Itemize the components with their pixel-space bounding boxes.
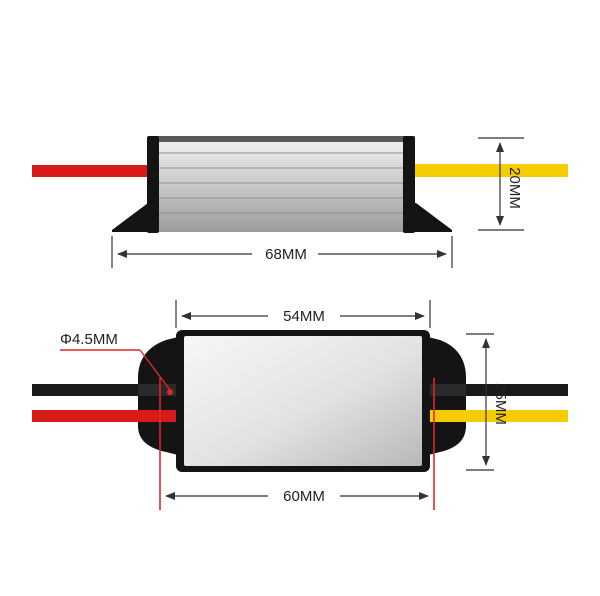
top-body-length-dimension: 54MM <box>175 300 431 328</box>
side-length-dimension: 68MM <box>111 236 453 268</box>
side-housing-top-rail <box>154 136 410 142</box>
top-black-wire-right-overlay <box>424 384 466 396</box>
side-right-mounting-foot <box>406 203 452 232</box>
top-view: 54MM 25MM Φ4.5MM 60MM <box>32 300 568 510</box>
top-total-length-dimension: 60MM <box>159 378 435 510</box>
mounting-hole-marker <box>167 389 173 395</box>
side-left-endcap <box>147 136 159 233</box>
side-red-wire <box>32 165 154 177</box>
top-height-dimension: 25MM <box>466 333 509 471</box>
side-right-endcap <box>403 136 415 233</box>
side-height-label: 20MM <box>506 167 523 209</box>
top-body-length-label: 54MM <box>283 308 325 325</box>
side-length-label: 68MM <box>265 246 307 263</box>
side-housing-ribs <box>158 152 404 214</box>
top-total-length-label: 60MM <box>283 488 325 505</box>
side-view: 68MM 20MM <box>32 136 568 268</box>
side-housing <box>154 138 410 232</box>
side-left-mounting-foot <box>112 203 158 232</box>
side-height-dimension: 20MM <box>478 137 524 231</box>
hole-diameter-callout: Φ4.5MM <box>60 331 173 395</box>
top-housing-face <box>184 336 422 466</box>
hole-diameter-label: Φ4.5MM <box>60 331 118 348</box>
top-height-label: 25MM <box>492 383 509 425</box>
top-yellow-wire-right-overlay <box>424 410 466 422</box>
side-yellow-wire <box>410 164 568 177</box>
